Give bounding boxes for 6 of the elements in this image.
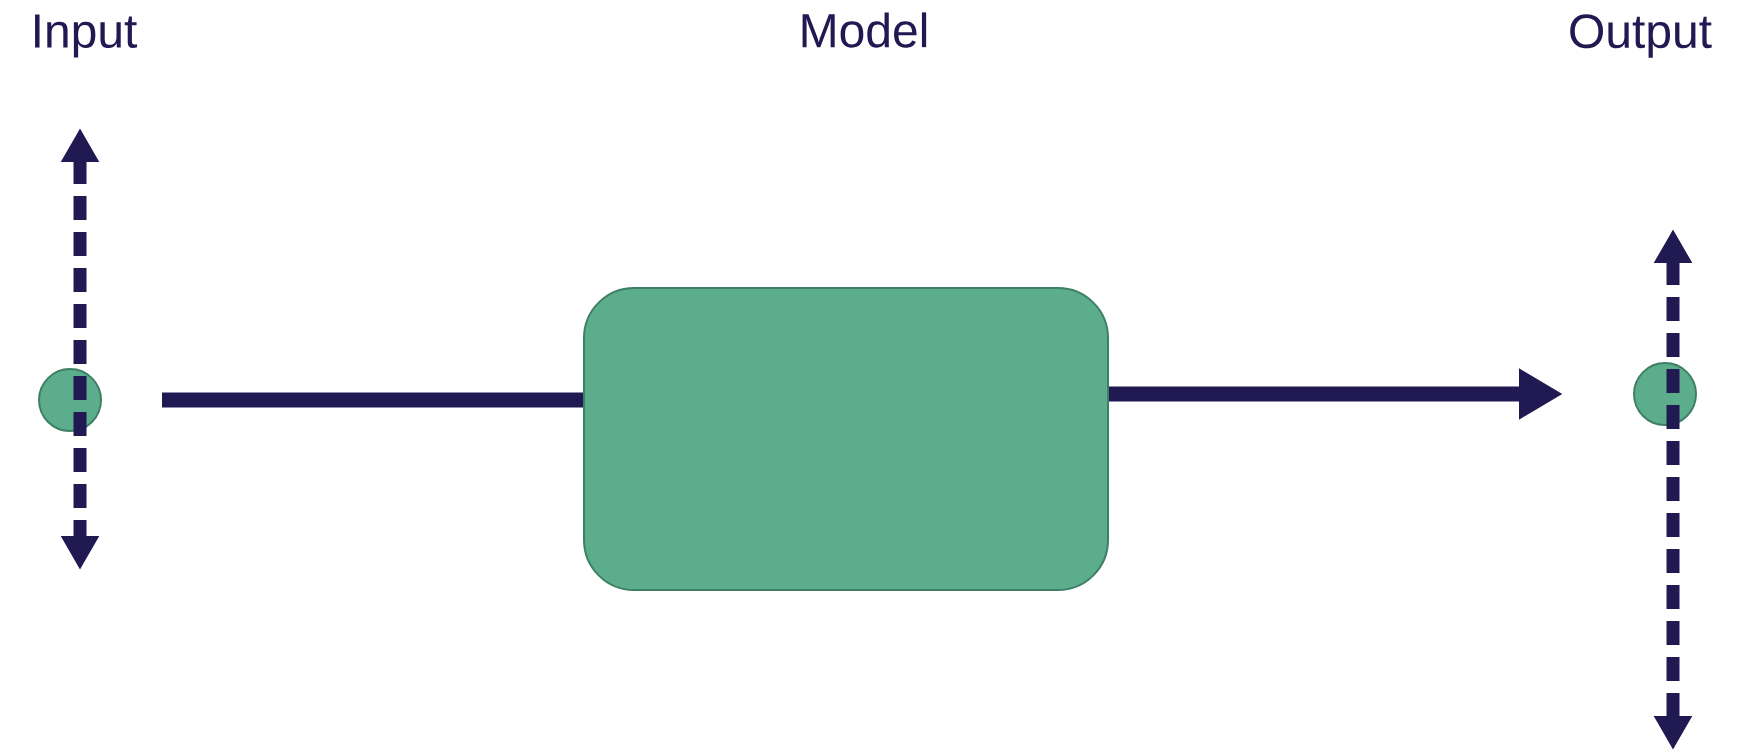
circle-node — [38, 368, 102, 432]
heading: Output — [1570, 14, 1712, 58]
circle-node — [1633, 362, 1697, 426]
heading: Input — [35, 14, 137, 58]
model-box — [583, 287, 1109, 591]
heading: Model — [802, 12, 927, 48]
